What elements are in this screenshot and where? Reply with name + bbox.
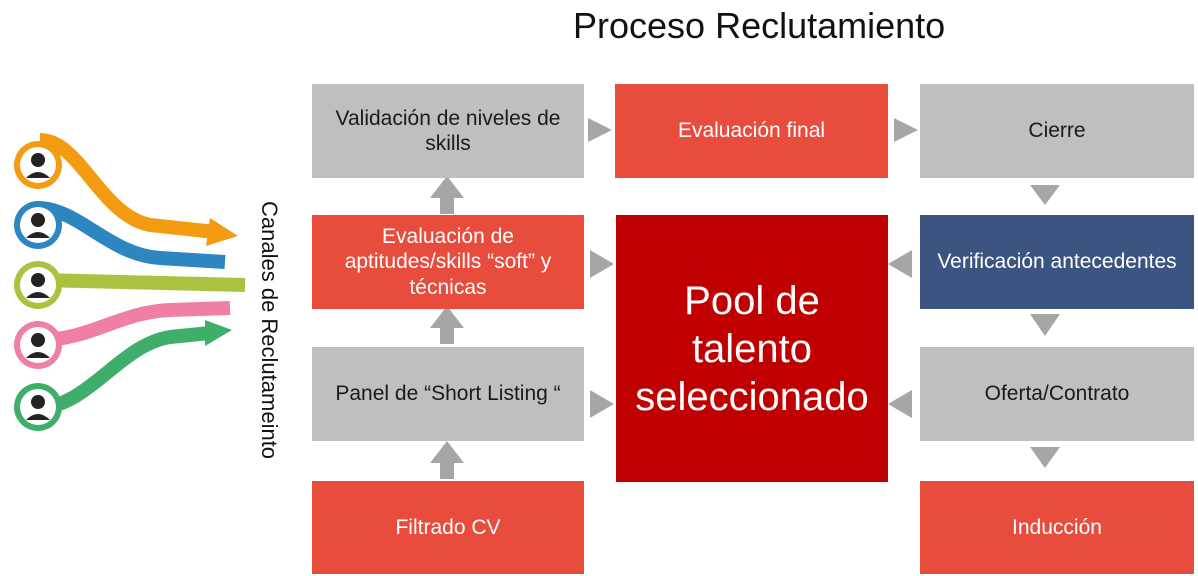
down-arrow-icon — [1030, 185, 1060, 205]
right-arrow-icon — [894, 118, 918, 142]
box-evaluacion-final: Evaluación final — [615, 84, 888, 178]
up-arrow-icon — [430, 176, 464, 198]
up-arrow-icon — [430, 441, 464, 463]
channel-arrowhead-green — [205, 320, 232, 346]
box-verificacion-antecedentes: Verificación antecedentes — [920, 215, 1194, 309]
channel-arrowhead-orange — [206, 218, 238, 246]
glasses-avatar-icon — [14, 261, 62, 309]
man-avatar-icon — [14, 141, 62, 189]
box-oferta-contrato: Oferta/Contrato — [920, 347, 1194, 441]
box-pool-talento: Pool de talento seleccionado — [616, 215, 888, 482]
channel-ribbon-orange — [39, 133, 216, 239]
box-induccion: Inducción — [920, 481, 1194, 574]
glasses-man-avatar-icon — [14, 383, 62, 431]
right-arrow-icon — [590, 250, 614, 278]
right-arrow-icon — [590, 390, 614, 418]
box-cierre: Cierre — [920, 84, 1194, 178]
box-panel-short-listing: Panel de “Short Listing “ — [312, 347, 584, 441]
down-arrow-icon — [1030, 447, 1060, 468]
box-evaluacion-aptitudes: Evaluación de aptitudes/skills “soft” y … — [312, 215, 584, 309]
woman-avatar-icon — [14, 321, 62, 369]
diagram-title: Proceso Reclutamiento — [573, 5, 946, 46]
left-arrow-icon — [888, 390, 912, 418]
box-validacion-skills: Validación de niveles de skills — [312, 84, 584, 178]
channels-label: Canales de Reclutameinto — [257, 200, 282, 460]
down-arrow-icon — [1030, 314, 1060, 336]
right-arrow-icon — [588, 118, 612, 142]
left-arrow-icon — [888, 250, 912, 278]
up-arrow-icon — [430, 306, 464, 328]
woman-avatar-icon — [14, 201, 62, 249]
channel-ribbon-green-yellow — [39, 273, 246, 292]
box-filtrado-cv: Filtrado CV — [312, 481, 584, 574]
